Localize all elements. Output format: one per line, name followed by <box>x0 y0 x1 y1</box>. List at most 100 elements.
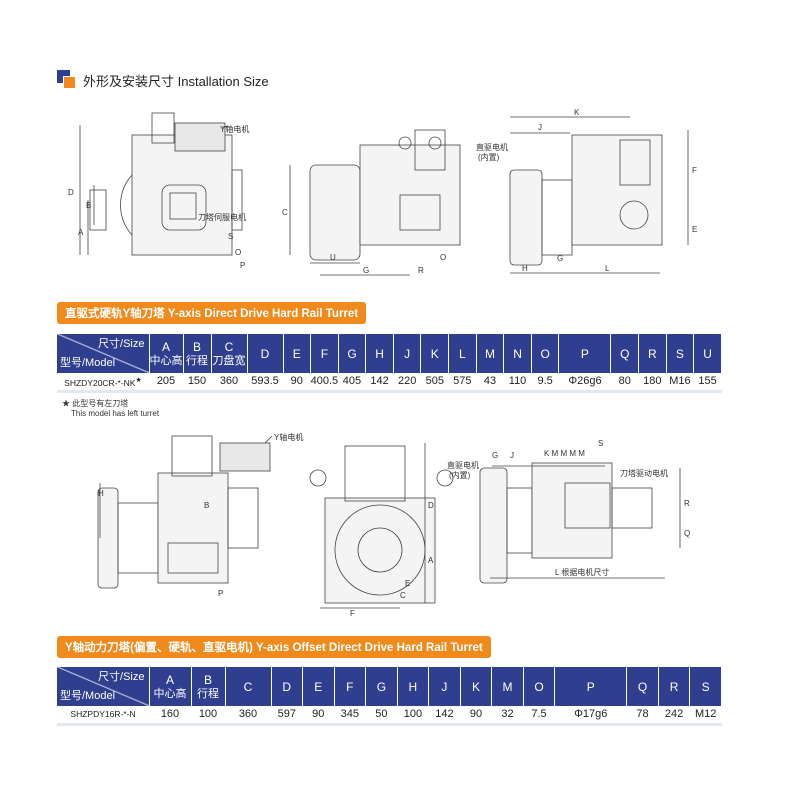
svg-text:O: O <box>440 253 446 262</box>
svg-text:P: P <box>218 589 223 598</box>
svg-text:H: H <box>522 264 528 273</box>
svg-text:A: A <box>78 228 84 237</box>
value-cell-q: 80 <box>610 373 639 393</box>
value-cell-d: 593.5 <box>247 373 283 393</box>
svg-text:R: R <box>684 499 690 508</box>
svg-text:K: K <box>574 108 580 117</box>
column-header-j: J <box>428 667 461 706</box>
svg-text:B: B <box>204 501 209 510</box>
value-cell-s: M12 <box>689 706 722 726</box>
section-title: 外形及安装尺寸 Installation Size <box>57 70 269 90</box>
value-cell-o: 9.5 <box>531 373 559 393</box>
svg-text:E: E <box>692 225 697 234</box>
turret-1-drawings: DAB SOP Y轴电机 刀塔伺服电机 C U G RO K J FE H G … <box>68 108 697 276</box>
value-cell-j: 142 <box>428 706 461 726</box>
value-cell-d: 597 <box>271 706 303 726</box>
svg-text:K M M M M: K M M M M <box>544 449 585 458</box>
value-cell-k: 90 <box>460 706 492 726</box>
svg-text:F: F <box>692 166 697 175</box>
svg-text:A: A <box>428 556 434 565</box>
value-cell-e: 90 <box>302 706 335 726</box>
column-header-m: M <box>476 334 505 373</box>
value-cell-n: 110 <box>503 373 532 393</box>
svg-text:S: S <box>598 439 603 448</box>
brand-square-icon <box>57 70 77 90</box>
front-view-2: H B P Y轴电机 <box>97 432 303 598</box>
direct-motor-label: 直驱电机 <box>476 142 508 152</box>
svg-text:G: G <box>492 451 498 460</box>
column-header-r: R <box>658 667 691 706</box>
y-motor-label: Y轴电机 <box>220 124 249 134</box>
column-header-q: Q <box>610 334 640 373</box>
column-header-g: G <box>338 334 367 373</box>
value-cell-r: 180 <box>638 373 667 393</box>
value-cell-p: Φ26g6 <box>558 373 611 393</box>
column-header-o: O <box>523 667 556 706</box>
direct-motor-label-2: 直驱电机 <box>447 460 479 470</box>
value-cell-m: 32 <box>491 706 524 726</box>
svg-text:H: H <box>98 489 104 498</box>
turret-servo-label: 刀塔伺服电机 <box>198 212 246 222</box>
column-header-m: M <box>491 667 524 706</box>
column-header-f: F <box>334 667 367 706</box>
column-header-e: E <box>283 334 312 373</box>
section-title-text: 外形及安装尺寸 Installation Size <box>83 73 269 89</box>
value-cell-u: 155 <box>693 373 722 393</box>
column-header-p: P <box>554 667 628 706</box>
value-cell-q: 78 <box>626 706 659 726</box>
svg-text:G: G <box>557 254 563 263</box>
column-header-l: L <box>448 334 477 373</box>
column-header-r: R <box>638 334 667 373</box>
column-header-f: F <box>310 334 339 373</box>
value-cell-b: 150 <box>183 373 211 393</box>
model-cell: SHZPDY16R-*-N <box>57 706 149 726</box>
value-cell-h: 100 <box>397 706 429 726</box>
svg-text:O: O <box>235 248 241 257</box>
side-view: C U G R O <box>282 129 461 276</box>
value-cell-l: 575 <box>448 373 477 393</box>
value-cell-g: 50 <box>365 706 398 726</box>
svg-text:E: E <box>405 579 410 588</box>
value-cell-j: 220 <box>393 373 421 393</box>
value-cell-e: 90 <box>283 373 311 393</box>
value-cell-g: 405 <box>338 373 366 393</box>
footnote-en: This model has left turret <box>71 409 160 418</box>
svg-text:J: J <box>510 451 514 460</box>
value-cell-a: 205 <box>149 373 183 393</box>
column-header-j: J <box>393 334 422 373</box>
value-cell-c: 360 <box>225 706 271 726</box>
column-header-h: H <box>365 334 394 373</box>
column-header-e: E <box>302 667 335 706</box>
turret-drive-label: 刀塔驱动电机 <box>620 468 668 478</box>
side-view-2: D A F CE <box>309 443 454 618</box>
y-motor-label-2: Y轴电机 <box>274 432 303 442</box>
column-header-o: O <box>531 334 560 373</box>
svg-text:G: G <box>363 266 369 275</box>
svg-text:F: F <box>350 609 355 618</box>
column-header-g: G <box>365 667 398 706</box>
column-header-s: S <box>666 334 695 373</box>
footnote-cn: ★ 此型号有左刀塔 <box>62 399 129 408</box>
value-cell-f: 400.5 <box>310 373 339 393</box>
column-header-n: N <box>503 334 532 373</box>
svg-text:C: C <box>282 208 288 217</box>
svg-text:R: R <box>418 266 424 275</box>
value-cell-k: 505 <box>420 373 449 393</box>
svg-text:Q: Q <box>684 529 690 538</box>
value-cell-o: 7.5 <box>523 706 555 726</box>
footnote: ★ 此型号有左刀塔 This model has left turret <box>62 399 159 419</box>
column-header-c: C <box>225 667 272 706</box>
value-cell-m: 43 <box>476 373 504 393</box>
section-2-banner: Y轴动力刀塔(偏置、硬轨、直驱电机) Y-axis Offset Direct … <box>57 636 491 658</box>
svg-text:U: U <box>330 253 336 262</box>
svg-text:D: D <box>68 188 74 197</box>
